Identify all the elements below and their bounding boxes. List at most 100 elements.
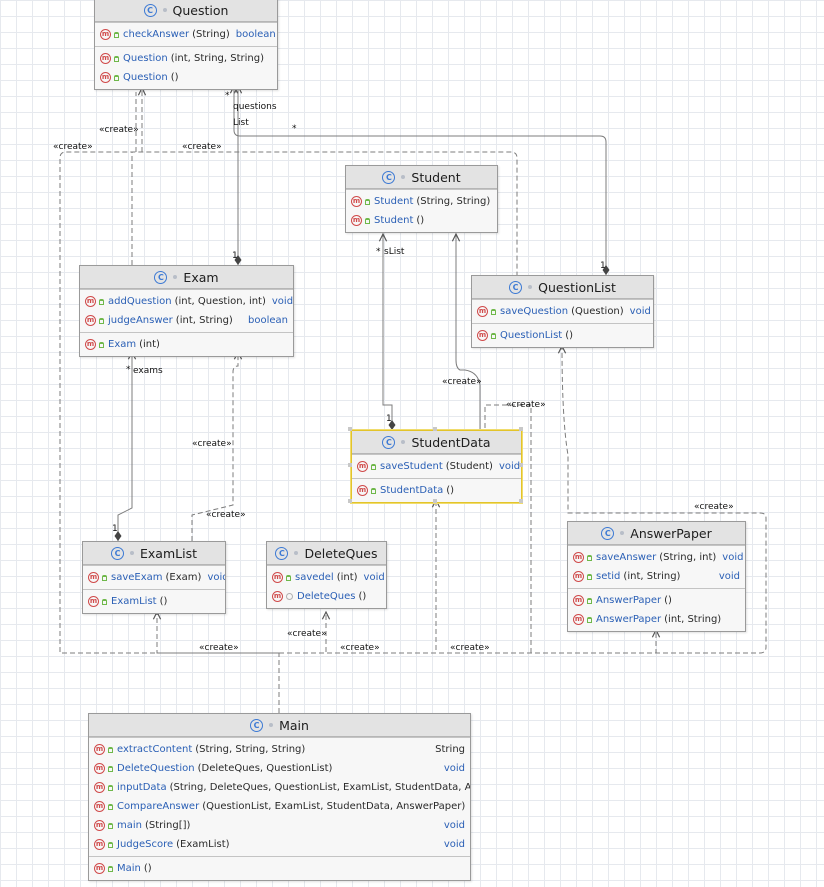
class-name: Student [411,169,461,185]
label-star-q1: * [225,91,230,101]
public-icon [587,573,592,580]
visibility-dot-icon [528,285,533,289]
class-name: StudentData [411,434,491,450]
edge-studentdata-student2 [456,234,481,430]
label-create-ap: «create» [694,502,734,512]
method-icon: m [357,461,368,472]
edge-main-answerpaper [279,346,767,654]
method-icon: m [94,801,105,812]
public-icon [108,822,113,829]
class-icon: C [382,435,396,449]
label-create-b1: «create» [199,643,239,653]
label-questions: questions [233,102,277,112]
method-icon: m [94,782,105,793]
method-icon: m [94,839,105,850]
label-create-el: «create» [192,439,232,449]
label-exams: exams [133,366,163,376]
method-icon: m [94,763,105,774]
selection-handle[interactable] [433,499,437,503]
class-name: ExamList [140,545,197,561]
method-icon: m [272,591,283,602]
public-icon [108,784,113,791]
class-icon: C [154,270,168,284]
method-icon: m [100,53,111,64]
public-icon [99,317,104,324]
selection-handle[interactable] [519,499,523,503]
public-icon [365,217,370,224]
method-icon: m [94,863,105,874]
method-icon: m [272,572,283,583]
edge-main-examlist [157,612,279,654]
method-icon: m [351,196,362,207]
public-icon [99,298,104,305]
selection-handle[interactable] [348,499,352,503]
selection-handle[interactable] [519,427,523,431]
label-create-b3: «create» [340,643,380,653]
method-icon: m [357,485,368,496]
public-icon [371,487,376,494]
label-create-sd: «create» [442,377,482,387]
label-create-sd2: «create» [506,400,546,410]
method-icon: m [85,339,96,350]
selection-handle[interactable] [433,427,437,431]
edge-main-sd-create [484,404,532,653]
label-one-sd: 1 [386,414,392,424]
label-create-1: «create» [99,125,139,135]
class-name: AnswerPaper [630,525,712,541]
method-icon: m [573,571,584,582]
edge-main-ap2 [279,630,656,654]
label-list: List [233,118,249,128]
class-icon: C [601,526,615,540]
selection-handle[interactable] [519,463,523,467]
edge-examlist-exam [118,352,132,541]
public-icon [102,598,107,605]
edge-studentdata-student [383,234,392,430]
selection-handle[interactable] [348,427,352,431]
selection-handle[interactable] [348,463,352,467]
class-name: Exam [183,269,219,285]
method-icon: m [100,72,111,83]
public-icon [99,341,104,348]
public-icon [371,463,376,470]
public-icon [491,308,496,315]
method-icon: m [94,820,105,831]
